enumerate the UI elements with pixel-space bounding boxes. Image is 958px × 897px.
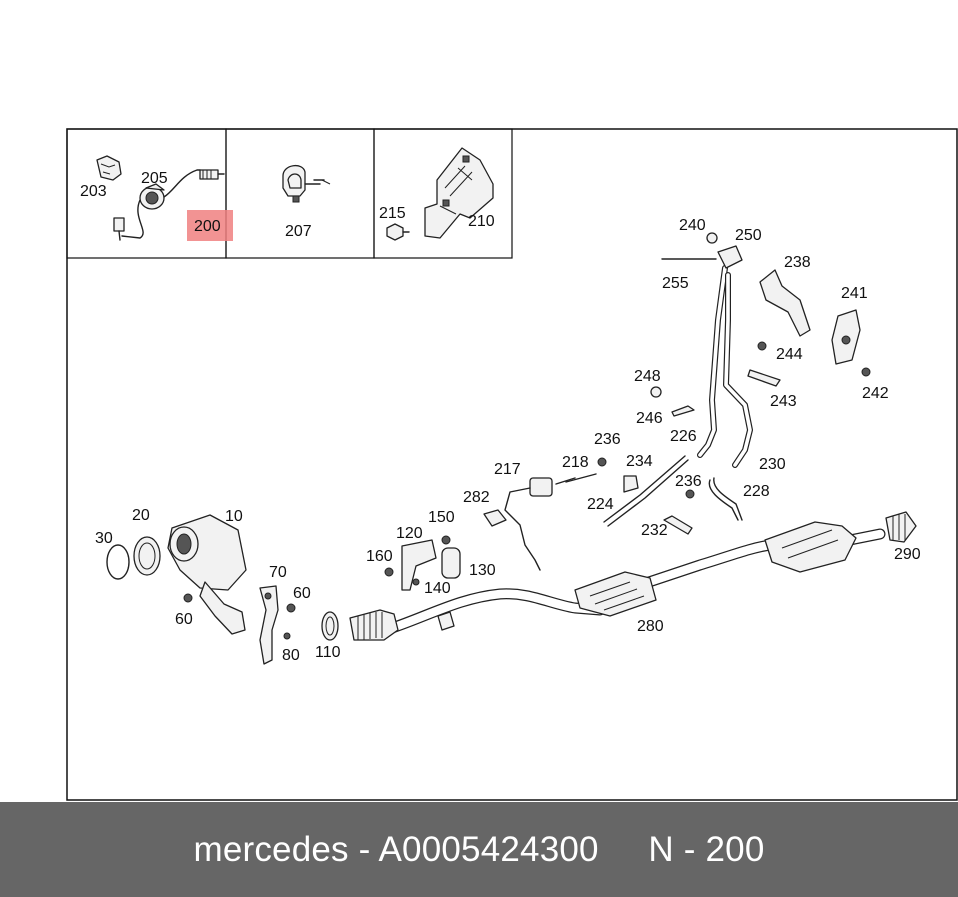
callout-255: 255: [662, 275, 689, 292]
callout-238: 238: [784, 254, 811, 271]
callout-215: 215: [379, 205, 406, 222]
callout-60-left: 60: [175, 611, 193, 628]
callout-248: 248: [634, 368, 661, 385]
bracket-210-drawing: [386, 147, 494, 241]
callout-242: 242: [862, 385, 889, 402]
callout-236-upper: 236: [594, 431, 621, 448]
callout-244: 244: [776, 346, 803, 363]
callout-246: 246: [636, 410, 663, 427]
clamp-207-drawing: [282, 165, 331, 203]
callout-80: 80: [282, 647, 300, 664]
callout-10: 10: [225, 508, 243, 525]
exhaust-parts-diagram: 203 205 200 207 215 210 240 250 238 255 …: [66, 128, 958, 801]
callout-241: 241: [841, 285, 868, 302]
callout-282: 282: [463, 489, 490, 506]
callout-160: 160: [366, 548, 393, 565]
callout-250: 250: [735, 227, 762, 244]
callout-234: 234: [626, 453, 653, 470]
callout-130: 130: [469, 562, 496, 579]
callout-218: 218: [562, 454, 589, 471]
callout-243: 243: [770, 393, 797, 410]
callout-236-lower: 236: [675, 473, 702, 490]
callout-60-right: 60: [293, 585, 311, 602]
middle-silencer-280: [574, 571, 657, 617]
callout-240: 240: [679, 217, 706, 234]
callout-120: 120: [396, 525, 423, 542]
inset-box-bracket: [373, 128, 513, 259]
rear-silencer: [764, 521, 857, 573]
main-exhaust-pipe: [106, 511, 917, 665]
sensor-tubes: [483, 232, 871, 571]
highlight-200: [187, 210, 233, 241]
callout-290: 290: [894, 546, 921, 563]
callout-30: 30: [95, 530, 113, 547]
callout-200: 200: [194, 218, 221, 235]
callout-217: 217: [494, 461, 521, 478]
callout-20: 20: [132, 507, 150, 524]
callout-230: 230: [759, 456, 786, 473]
callout-207: 207: [285, 223, 312, 240]
callout-228: 228: [743, 483, 770, 500]
callout-232: 232: [641, 522, 668, 539]
footer-part-number: mercedes - A0005424300 N - 200: [193, 829, 765, 869]
callout-205: 205: [141, 170, 168, 187]
callout-labels: 203 205 200 207 215 210 240 250 238 255 …: [80, 170, 921, 664]
callout-110: 110: [315, 644, 341, 661]
callout-140: 140: [424, 580, 451, 597]
callout-280: 280: [637, 618, 664, 635]
callout-210: 210: [468, 213, 495, 230]
callout-150: 150: [428, 509, 455, 526]
sensor-200-drawing: [96, 155, 225, 241]
callout-203: 203: [80, 183, 107, 200]
footer-bar: mercedes - A0005424300 N - 200: [0, 802, 958, 897]
callout-226: 226: [670, 428, 697, 445]
callout-224: 224: [587, 496, 614, 513]
callout-70: 70: [269, 564, 287, 581]
